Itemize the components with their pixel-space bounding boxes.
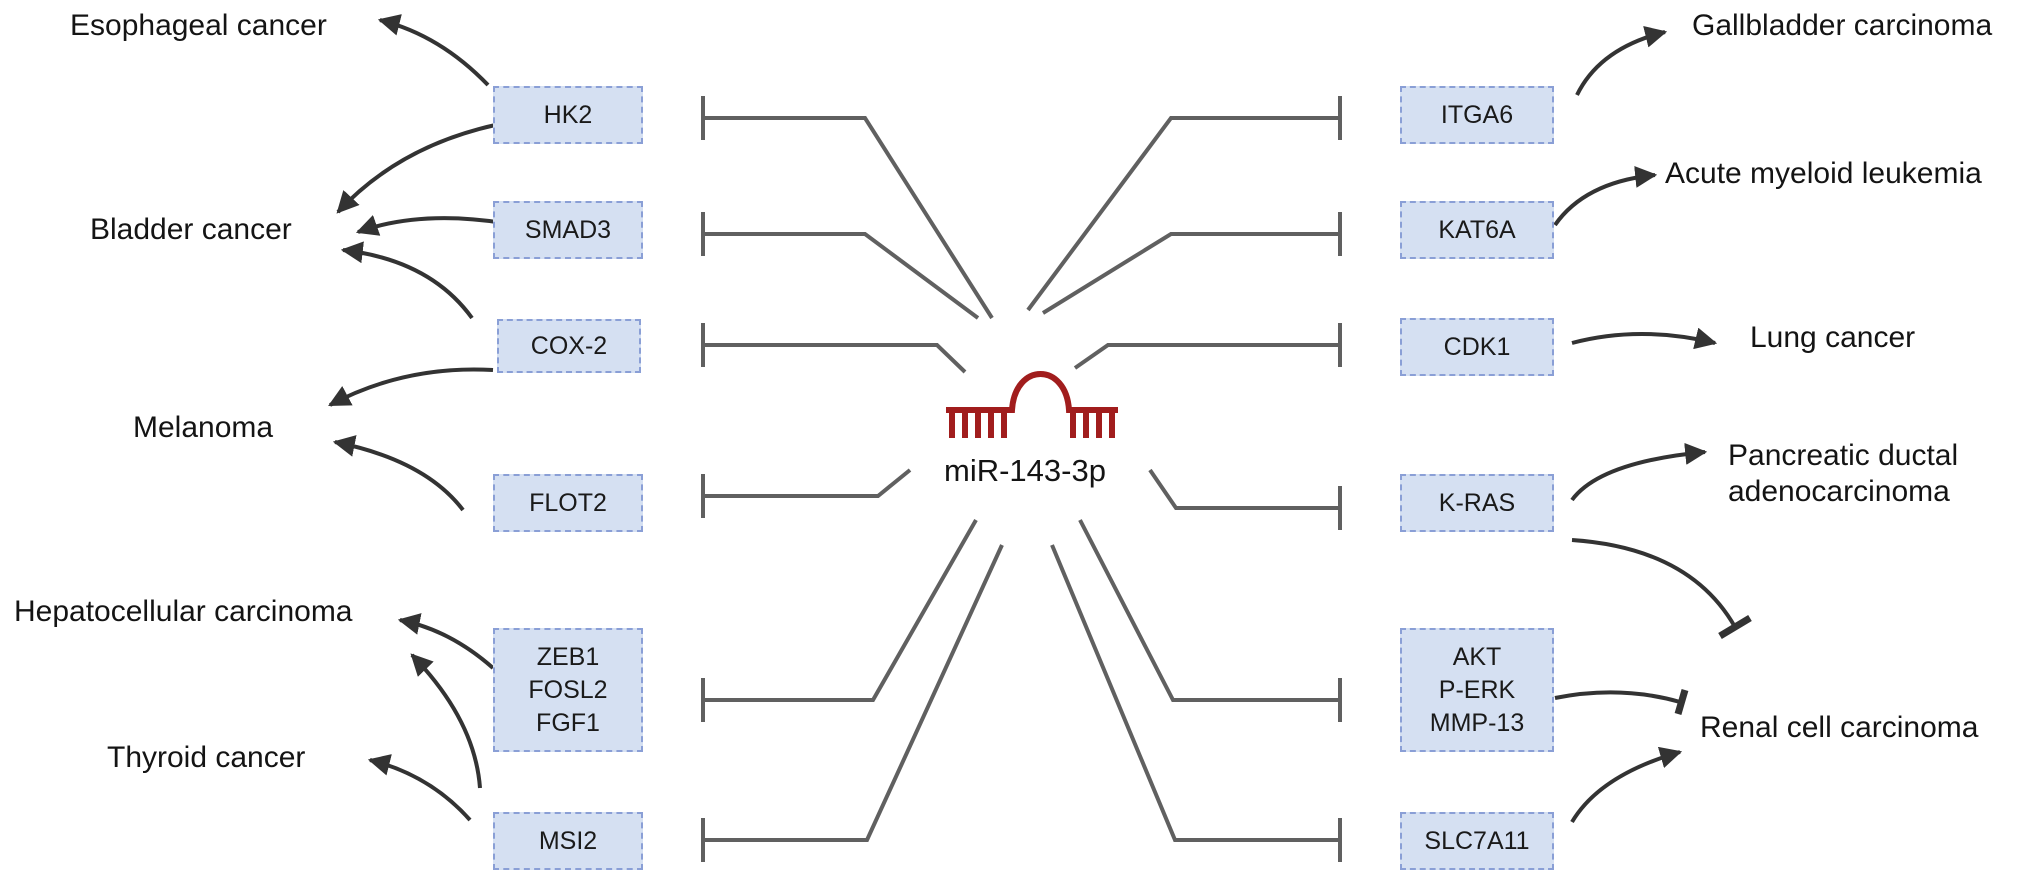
target-box-cox2: COX-2: [497, 319, 641, 373]
disease-renal: Renal cell carcinoma: [1700, 711, 1979, 744]
disease-line: adenocarcinoma: [1728, 475, 1950, 508]
target-label: AKT: [1452, 642, 1502, 671]
target-box-smad3: SMAD3: [493, 201, 643, 259]
disease-lung: Lung cancer: [1750, 321, 1916, 354]
target-box-slc7a11: SLC7A11: [1400, 812, 1554, 870]
arrow-slc7a11-renal: [1570, 746, 1683, 824]
target-box-akt-group: AKT P-ERK MMP-13: [1400, 628, 1554, 752]
target-box-hk2: HK2: [493, 86, 643, 144]
inhibit-line-msi2: [703, 544, 1004, 842]
inhibit-line-slc7a11: [1050, 544, 1340, 842]
target-box-msi2: MSI2: [493, 812, 643, 870]
inhibit-line-cox2: [703, 343, 967, 374]
inhibit-bar-k-ras-renal: [1718, 614, 1752, 640]
promotion-arrows-left: [328, 14, 504, 822]
inhibit-line-flot2: [703, 468, 912, 498]
target-box-itga6: ITGA6: [1400, 86, 1554, 144]
arrow-hk2-esophageal: [377, 14, 490, 87]
arrow-zeb1-group-hepatocellular: [397, 613, 495, 670]
target-box-cdk1: CDK1: [1400, 318, 1554, 376]
inhibition-lines-right: [1026, 96, 1342, 862]
target-label: CDK1: [1443, 332, 1511, 361]
inhibit-line-hk2: [703, 116, 994, 320]
arrow-msi2-hepatocellular: [410, 653, 482, 789]
target-label: P-ERK: [1438, 675, 1516, 704]
inhibit-line-k-ras-renal: [1571, 538, 1737, 628]
target-label: FGF1: [536, 708, 600, 737]
disease-bladder: Bladder cancer: [90, 213, 292, 246]
target-label: FLOT2: [529, 488, 607, 517]
target-box-flot2: FLOT2: [493, 474, 643, 532]
target-label: ITGA6: [1440, 100, 1514, 129]
inhibit-line-k-ras: [1148, 468, 1340, 510]
disease-line: Pancreatic ductal: [1728, 439, 1959, 472]
disease-esophageal: Esophageal cancer: [70, 9, 327, 42]
disease-thyroid: Thyroid cancer: [107, 741, 306, 774]
inhibit-line-akt-group-renal: [1554, 690, 1681, 704]
mirna-label: miR-143-3p: [944, 453, 1106, 488]
target-label: MMP-13: [1429, 708, 1525, 737]
target-label: ZEB1: [536, 642, 600, 671]
disease-gallbladder: Gallbladder carcinoma: [1692, 9, 1993, 42]
arrow-k-ras-pdac: [1570, 442, 1708, 502]
disease-pdac: Pancreatic ductal adenocarcinoma: [1728, 438, 1958, 510]
disease-hepatocellular: Hepatocellular carcinoma: [14, 595, 353, 628]
target-label: SMAD3: [524, 215, 612, 244]
target-label: COX-2: [530, 331, 608, 360]
promotion-arrows-right: [1553, 26, 1752, 824]
arrow-cdk1-lung: [1571, 327, 1718, 350]
target-label: SLC7A11: [1424, 826, 1530, 855]
target-label: HK2: [543, 100, 593, 129]
target-label: MSI2: [538, 826, 598, 855]
arrow-kat6a-aml: [1553, 166, 1658, 227]
target-box-zeb1-group: ZEB1 FOSL2 FGF1: [493, 628, 643, 752]
inhibit-line-smad3: [703, 232, 980, 320]
target-box-kat6a: KAT6A: [1400, 201, 1554, 259]
arrow-flot2-melanoma: [332, 435, 465, 512]
target-label: K-RAS: [1438, 488, 1516, 517]
arrow-hk2-bladder: [336, 122, 501, 214]
arrow-smad3-bladder: [355, 215, 504, 236]
hairpin-backbone: [946, 371, 1118, 413]
inhibit-line-akt-group: [1078, 519, 1340, 702]
arrow-cox2-melanoma: [328, 367, 494, 407]
inhibit-bar-akt-group-renal: [1674, 689, 1689, 715]
inhibit-line-kat6a: [1041, 232, 1340, 315]
arrow-msi2-thyroid: [367, 754, 472, 822]
disease-melanoma: Melanoma: [133, 411, 274, 444]
disease-aml: Acute myeloid leukemia: [1665, 157, 1982, 190]
target-label: FOSL2: [528, 675, 608, 704]
inhibit-line-zeb1-group: [703, 519, 978, 702]
target-label: KAT6A: [1438, 215, 1516, 244]
inhibit-line-cdk1: [1073, 343, 1340, 370]
arrow-itga6-gallbladder: [1575, 26, 1668, 96]
inhibit-line-itga6: [1026, 116, 1340, 312]
arrow-cox2-bladder: [340, 241, 474, 320]
inhibition-lines-left: [701, 96, 1004, 862]
rna-hairpin-icon: [946, 371, 1118, 438]
target-box-k-ras: K-RAS: [1400, 474, 1554, 532]
